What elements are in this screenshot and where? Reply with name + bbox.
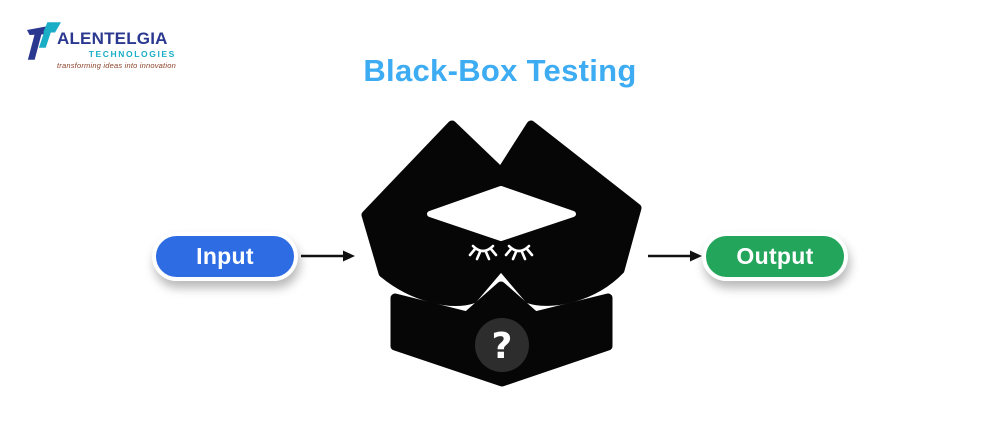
question-badge: [475, 318, 529, 372]
logo-brand-name: ALENTELGIA: [57, 29, 168, 48]
input-pill: Input: [152, 232, 298, 281]
page-title: Black-Box Testing: [363, 53, 637, 88]
arrow-right-icon: [301, 250, 355, 262]
logo-subtitle: TECHNOLOGIES: [88, 49, 176, 59]
talentelgia-logo: ALENTELGIA TECHNOLOGIES transforming ide…: [27, 16, 176, 70]
talentelgia-logo-mark-icon: [27, 22, 61, 60]
arrow-right-icon: [648, 250, 702, 262]
question-mark: ?: [492, 326, 513, 367]
box-opening: [427, 186, 576, 241]
output-pill-label: Output: [736, 243, 814, 269]
logo-tagline: transforming ideas into innovation: [57, 61, 176, 70]
input-pill-label: Input: [196, 243, 254, 269]
logo-text-block: ALENTELGIA TECHNOLOGIES transforming ide…: [57, 30, 176, 70]
black-box-illustration: ?: [361, 120, 642, 387]
closed-eyes-icon: [468, 244, 534, 261]
output-pill: Output: [702, 232, 848, 281]
